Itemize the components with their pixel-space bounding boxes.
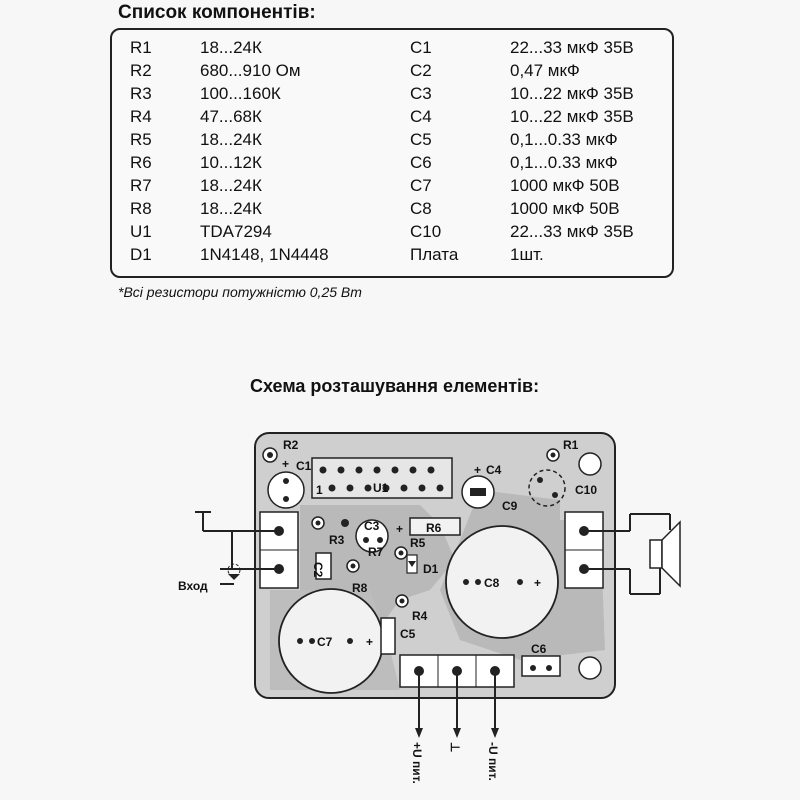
components-title: Список компонентів: (118, 2, 316, 23)
value: 0,1...0.33 мкФ (510, 130, 618, 149)
value: 0,1...0.33 мкФ (510, 153, 618, 172)
c4-label: C4 (486, 463, 502, 477)
table-row: R3 100...160К C3 10...22 мкФ 35В (112, 84, 672, 107)
table-row: R4 47...68К C4 10...22 мкФ 35В (112, 107, 672, 130)
value: 22...33 мкФ 35В (510, 38, 634, 57)
value: 1000 мкФ 50В (510, 199, 620, 218)
c2-footprint (315, 552, 332, 580)
ref: C3 (410, 84, 432, 103)
table-row: D1 1N4148, 1N4448 Плата 1шт. (112, 245, 672, 268)
ref: R7 (130, 176, 152, 195)
power-neg-label: -U пит. (486, 742, 500, 781)
ref: C6 (410, 153, 432, 172)
r1-label: R1 (563, 438, 579, 452)
value: 10...12К (200, 153, 262, 172)
resistor-note: *Всі резистори потужністю 0,25 Вт (118, 284, 362, 300)
r3-label: R3 (329, 533, 345, 547)
value: 1шт. (510, 245, 544, 264)
value: 1000 мкФ 50В (510, 176, 620, 195)
ref: R4 (130, 107, 152, 126)
components-table: R1 18...24К C1 22...33 мкФ 35В R2 680...… (110, 28, 674, 278)
ref: C7 (410, 176, 432, 195)
u1-footprint (311, 457, 453, 499)
c8-label: C8 (484, 576, 500, 590)
plus-label: + (282, 457, 289, 471)
table-row: R7 18...24К C7 1000 мкФ 50В (112, 176, 672, 199)
table-row: R8 18...24К C8 1000 мкФ 50В (112, 199, 672, 222)
r6-footprint (409, 517, 461, 536)
c10-label: C10 (575, 483, 597, 497)
value: 10...22 мкФ 35В (510, 84, 634, 103)
ref: C2 (410, 61, 432, 80)
value: 0,47 мкФ (510, 61, 580, 80)
value: 22...33 мкФ 35В (510, 222, 634, 241)
value: TDA7294 (200, 222, 272, 241)
table-row: R5 18...24К C5 0,1...0.33 мкФ (112, 130, 672, 153)
ref: C8 (410, 199, 432, 218)
u1-pin1-label: 1 (316, 483, 323, 497)
c8-footprint (445, 525, 559, 639)
r5-label: R5 (410, 536, 426, 550)
ref: C4 (410, 107, 432, 126)
c2-label: C2 (311, 562, 325, 578)
u1-pins (319, 466, 444, 492)
ref: R1 (130, 38, 152, 57)
u1-label: U1 (373, 481, 389, 495)
c1-footprint (267, 471, 305, 509)
layout-title: Схема розташування елементів: (250, 376, 540, 396)
value: 18...24К (200, 130, 262, 149)
ground-label: ⊥ (448, 742, 462, 752)
c6-label: C6 (531, 642, 547, 656)
plus-label: + (534, 576, 541, 590)
ref: R6 (130, 153, 152, 172)
table-row: R1 18...24К C1 22...33 мкФ 35В (112, 38, 672, 61)
c6-footprint (521, 655, 561, 677)
r4-label: R4 (412, 609, 428, 623)
r6-label: R6 (426, 521, 442, 535)
ref: R2 (130, 61, 152, 80)
plus-label: + (396, 522, 403, 536)
power-pos-label: +U пит. (410, 742, 424, 784)
ref: Плата (410, 245, 459, 264)
r7-label: R7 (368, 545, 384, 559)
c5-label: C5 (400, 627, 416, 641)
ref: R8 (130, 199, 152, 218)
value: 1N4148, 1N4448 (200, 245, 329, 264)
value: 18...24К (200, 199, 262, 218)
value: 47...68К (200, 107, 262, 126)
value: 10...22 мкФ 35В (510, 107, 634, 126)
speaker-icon (630, 513, 681, 595)
ref: R3 (130, 84, 152, 103)
table-row: R6 10...12К C6 0,1...0.33 мкФ (112, 153, 672, 176)
r2-label: R2 (283, 438, 299, 452)
mounting-hole (578, 656, 602, 680)
input-label: Вход (178, 579, 208, 593)
mounting-hole (578, 452, 602, 476)
ref: C10 (410, 222, 442, 241)
ref: U1 (130, 222, 152, 241)
value: 18...24К (200, 176, 262, 195)
r8-label: R8 (352, 581, 368, 595)
value: 100...160К (200, 84, 281, 103)
c5-footprint (380, 617, 396, 655)
ref: C5 (410, 130, 432, 149)
value: 18...24К (200, 38, 262, 57)
table-row: U1 TDA7294 C10 22...33 мкФ 35В (112, 222, 672, 245)
plus-label: + (366, 635, 373, 649)
plus-label: + (474, 463, 481, 477)
ref: C1 (410, 38, 432, 57)
c7-label: C7 (317, 635, 333, 649)
value: 680...910 Ом (200, 61, 301, 80)
ref: D1 (130, 245, 152, 264)
table-row: R2 680...910 Ом C2 0,47 мкФ (112, 61, 672, 84)
d1-label: D1 (423, 562, 439, 576)
ref: R5 (130, 130, 152, 149)
c1-label: C1 (296, 459, 312, 473)
c3-footprint (355, 519, 389, 553)
c3-label: C3 (364, 519, 380, 533)
c9-label: C9 (502, 499, 518, 513)
c10-footprint (528, 469, 566, 507)
